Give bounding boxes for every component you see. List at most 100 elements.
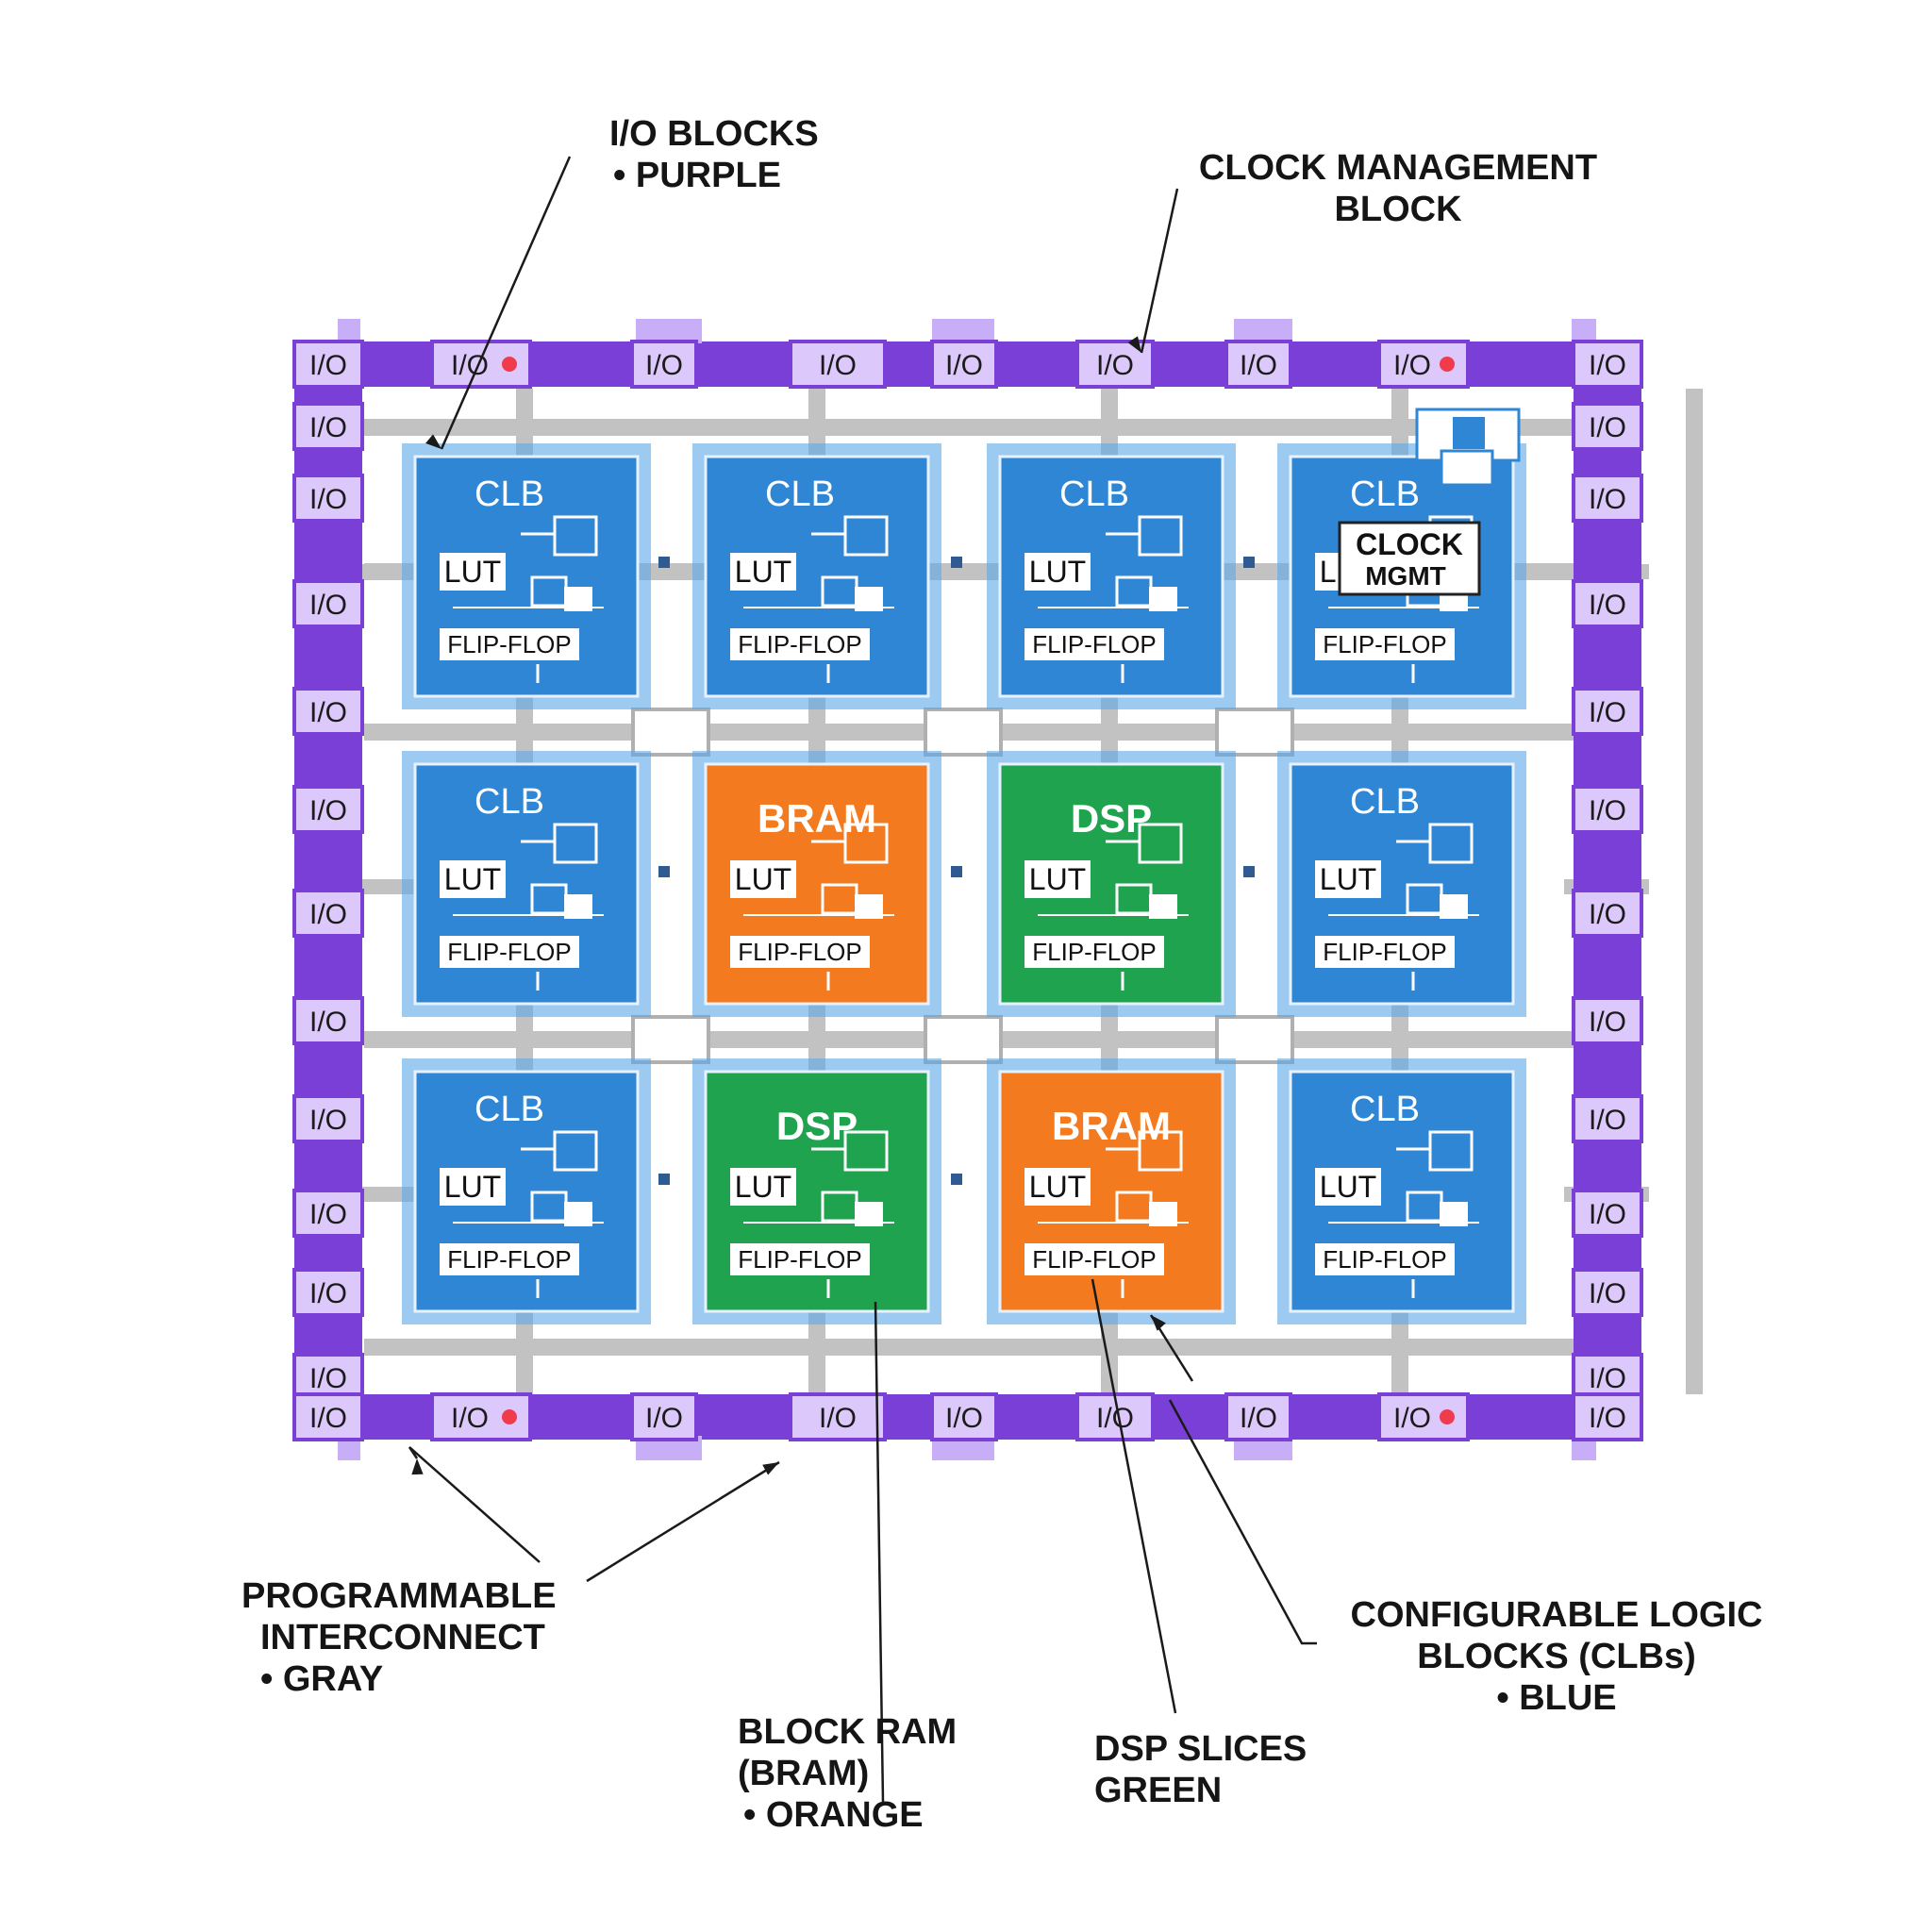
io-pad-label: I/O [819, 350, 857, 381]
io-pad-label: I/O [1589, 484, 1626, 515]
io-pad: I/O [1572, 785, 1643, 834]
lut-label: LUT [735, 555, 791, 589]
io-pad: I/O [292, 1392, 364, 1441]
flip-flop-label: FLIP-FLOP [1032, 1245, 1156, 1274]
callout-dsp-line1: DSP SLICES [1094, 1729, 1307, 1769]
io-pad-frame [930, 340, 998, 389]
io-pad-label: I/O [645, 350, 683, 381]
io-tab [1234, 319, 1292, 343]
io-pad: I/O [1572, 1189, 1643, 1238]
io-pad-label: I/O [1589, 1403, 1626, 1434]
io-pad-label: I/O [309, 1105, 347, 1136]
io-pad-label: I/O [309, 1403, 347, 1434]
io-pad-frame [1572, 687, 1643, 736]
interconnect-v-track [1686, 389, 1703, 1394]
flip-flop-label-bg [1024, 628, 1164, 660]
flip-flop-label-bg [1024, 1243, 1164, 1275]
io-pad-frame [292, 579, 364, 628]
arrow-head [411, 1458, 424, 1475]
io-status-led [1440, 1409, 1455, 1424]
lut-label: LUT [444, 862, 501, 896]
leader-line [408, 1446, 541, 1563]
flip-flop-label: FLIP-FLOP [447, 1245, 571, 1274]
io-pad-label: I/O [1393, 1403, 1431, 1434]
callout-dsp-line2: GREEN [1094, 1771, 1223, 1810]
callout-block-ram: BLOCK RAM (BRAM) • ORANGE [738, 1711, 957, 1836]
io-pad: I/O [1377, 340, 1470, 389]
register-square [564, 894, 592, 919]
connection-point [1243, 866, 1255, 877]
io-pad-frame [1572, 1094, 1643, 1143]
io-pad: I/O [1572, 1094, 1643, 1143]
callout-clb-line1: CONFIGURABLE LOGIC [1350, 1595, 1763, 1635]
io-pad: I/O [1075, 1392, 1155, 1441]
connection-point [951, 1174, 962, 1185]
io-pad-label: I/O [309, 484, 347, 515]
switch-box [924, 1015, 1003, 1064]
register-square [564, 587, 592, 611]
io-pad-label: I/O [1589, 697, 1626, 728]
callout-bram-line2: (BRAM) [738, 1754, 870, 1793]
arrow-head [425, 434, 441, 449]
io-pad-label: I/O [1589, 899, 1626, 930]
io-pad: I/O [292, 785, 364, 834]
io-pad-frame [292, 785, 364, 834]
clb-title: CLB [1350, 475, 1420, 514]
io-pad-label: I/O [645, 1403, 683, 1434]
lut-label-bg [1024, 860, 1091, 898]
register-square [553, 823, 598, 864]
io-pad: I/O [1572, 687, 1643, 736]
io-pad-label: I/O [309, 1007, 347, 1038]
io-pad: I/O [630, 340, 698, 389]
io-pad-label: I/O [309, 350, 347, 381]
clb-title: CLB [1059, 475, 1129, 514]
lut-label-bg [440, 860, 506, 898]
io-pad-frame [1572, 785, 1643, 834]
arrow-head [1127, 336, 1141, 353]
lut-label-bg [1024, 553, 1091, 591]
io-pad-label: I/O [1589, 1007, 1626, 1038]
io-pad-label: I/O [1240, 1403, 1277, 1434]
io-status-led [502, 357, 517, 372]
io-pad: I/O [1572, 474, 1643, 523]
io-tab [636, 319, 702, 343]
io-pad: I/O [630, 1392, 698, 1441]
io-pad: I/O [1572, 340, 1643, 389]
io-pad-frame [1224, 1392, 1292, 1441]
io-pad-label: I/O [945, 350, 983, 381]
register-square [564, 1202, 592, 1226]
flip-flop-label: FLIP-FLOP [447, 630, 571, 658]
register-square [553, 1130, 598, 1172]
register-square [1149, 894, 1177, 919]
leader-line [1168, 1399, 1317, 1645]
flip-flop-label: FLIP-FLOP [738, 938, 861, 966]
io-pad-frame [292, 474, 364, 523]
io-pad: I/O [1224, 340, 1292, 389]
io-pad-label: I/O [309, 1199, 347, 1230]
io-pad-label: I/O [1096, 350, 1134, 381]
lut-label: LUT [1320, 862, 1376, 896]
flip-flop-label: FLIP-FLOP [738, 1245, 861, 1274]
leader-line [874, 1301, 885, 1803]
io-pad: I/O [1572, 889, 1643, 938]
io-pad: I/O [292, 340, 364, 389]
io-pad: I/O [930, 1392, 998, 1441]
io-pad-frame [1572, 402, 1643, 451]
io-pad: I/O [1377, 1392, 1470, 1441]
register-square [855, 894, 883, 919]
switch-box [1215, 708, 1294, 757]
switch-box [924, 708, 1003, 757]
io-pad: I/O [1572, 1268, 1643, 1317]
callout-configurable-logic-blocks: CONFIGURABLE LOGIC BLOCKS (CLBs) • BLUE [1330, 1594, 1783, 1719]
callout-programmable-interconnect: PROGRAMMABLE INTERCONNECT • GRAY [242, 1575, 557, 1700]
callout-interconnect-line2: INTERCONNECT [260, 1618, 545, 1657]
leader-line [1091, 1278, 1177, 1714]
register-square [1440, 894, 1468, 919]
